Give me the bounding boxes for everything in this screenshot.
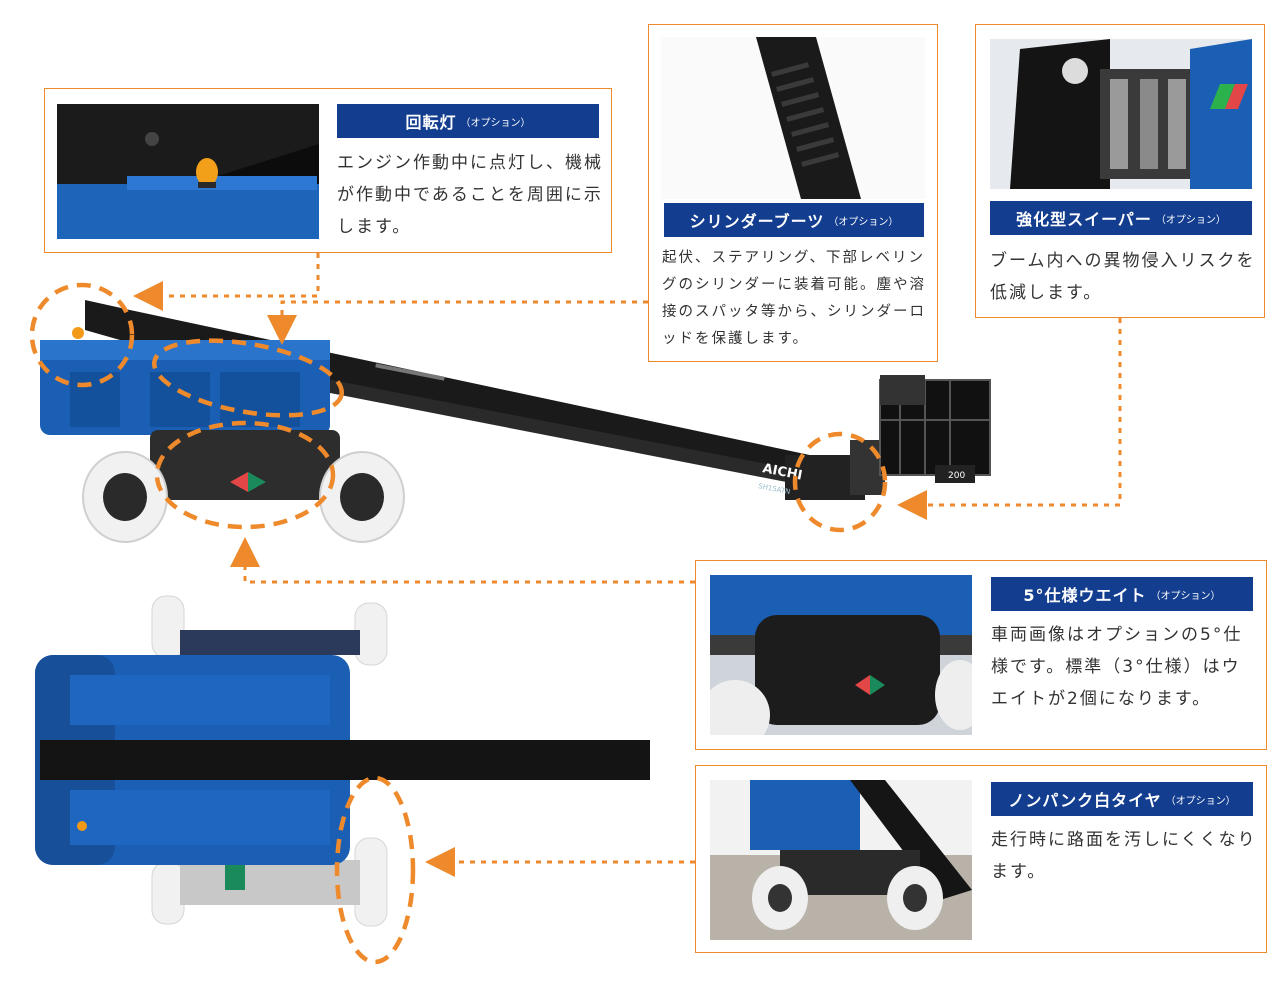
- cylinder-boots-image: [756, 37, 861, 199]
- cylinder-boots-photo: [661, 37, 925, 199]
- weight-5deg-title: 5°仕様ウエイト（オプション）: [991, 577, 1253, 611]
- weight-5deg-option-text: （オプション）: [1150, 590, 1221, 602]
- reinforced-sweeper-title: 強化型スイーパー（オプション）: [990, 201, 1252, 235]
- weight-5deg-photo: [710, 575, 972, 735]
- rotating-light-description: エンジン作動中に点灯し、機械が作動中であることを周囲に示します。: [337, 153, 603, 237]
- reinforced-sweeper-photo: [990, 39, 1252, 189]
- non-puncture-tires-title: ノンパンク白タイヤ（オプション）: [991, 782, 1253, 816]
- callout-rotating-light: 回転灯（オプション） エンジン作動中に点灯し、機械が作動中であることを周囲に示し…: [44, 88, 612, 253]
- leader-weight: [230, 537, 695, 584]
- rotating-light-photo: [57, 104, 319, 239]
- highlight-sweeper: [792, 431, 888, 533]
- highlight-rotating-light: [29, 282, 135, 388]
- highlight-cylinder-boots: [152, 338, 344, 418]
- reinforced-sweeper-option-text: （オプション）: [1155, 214, 1226, 226]
- leader-sweeper: [897, 318, 1122, 520]
- rotating-light-option-text: （オプション）: [460, 117, 531, 129]
- rotating-light-title: 回転灯（オプション）: [337, 104, 599, 138]
- non-puncture-tires-description: 走行時に路面を汚しにくくなります。: [991, 830, 1257, 882]
- non-puncture-tires-option-text: （オプション）: [1165, 795, 1236, 807]
- non-puncture-tires-photo: [710, 780, 972, 940]
- callout-cylinder-boots: シリンダーブーツ（オプション） 起伏、ステアリング、下部レベリングのシリンダーに…: [648, 24, 938, 362]
- weight-5deg-description: 車両画像はオプションの5°仕様です。標準（3°仕様）はウエイトが2個になります。: [991, 625, 1243, 709]
- leader-rotating-light: [133, 253, 320, 311]
- cylinder-boots-option-text: （オプション）: [828, 216, 899, 228]
- rotating-light-image: [57, 104, 319, 239]
- callout-non-puncture-tires: ノンパンク白タイヤ（オプション） 走行時に路面を汚しにくくなります。: [695, 765, 1267, 953]
- cylinder-boots-title-text: シリンダーブーツ: [689, 212, 825, 231]
- reinforced-sweeper-title-text: 強化型スイーパー: [1016, 210, 1152, 229]
- cylinder-boots-description: 起伏、ステアリング、下部レベリングのシリンダーに装着可能。塵や溶接のスパッタ等か…: [662, 250, 926, 347]
- cylinder-boots-title: シリンダーブーツ（オプション）: [664, 203, 924, 237]
- callout-reinforced-sweeper: 強化型スイーパー（オプション） ブーム内への異物侵入リスクを低減します。: [975, 24, 1265, 318]
- non-puncture-tires-image: [710, 780, 972, 940]
- basket-plate-text: 200: [948, 471, 965, 481]
- highlight-tires-top: [334, 775, 416, 965]
- rotating-light-title-text: 回転灯: [405, 113, 457, 132]
- reinforced-sweeper-description: ブーム内への異物侵入リスクを低減します。: [990, 251, 1256, 303]
- non-puncture-tires-title-text: ノンパンク白タイヤ: [1008, 791, 1162, 810]
- weight-5deg-image: [710, 575, 972, 735]
- callout-weight-5deg: 5°仕様ウエイト（オプション） 車両画像はオプションの5°仕様です。標準（3°仕…: [695, 560, 1267, 750]
- reinforced-sweeper-image: [990, 39, 1252, 189]
- weight-5deg-title-text: 5°仕様ウエイト: [1023, 586, 1147, 605]
- highlight-underside-cylinder: [154, 420, 336, 530]
- leader-cylinder-boots: [267, 300, 648, 345]
